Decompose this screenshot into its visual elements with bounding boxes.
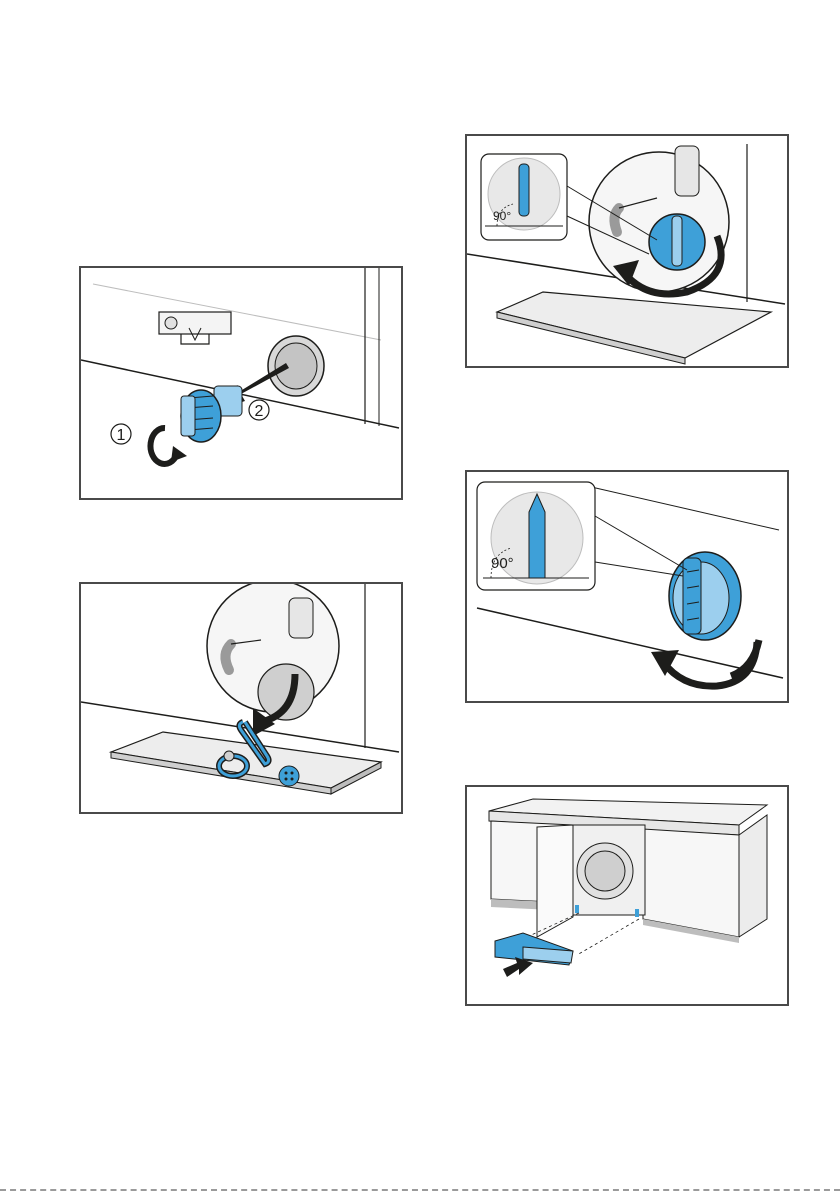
illustration-remove-foreign-objects	[79, 582, 403, 814]
rotate-arrow-icon	[651, 640, 759, 686]
illustration-lock-cap: 90°	[465, 470, 789, 703]
illustration-unscrew-pump-cap: 1 2	[79, 266, 403, 500]
illustration-reinsert-cap: 90°	[465, 134, 789, 368]
page-crop-line	[0, 1189, 840, 1191]
drain-pump-cap-icon	[649, 214, 705, 270]
plinth-cover-icon	[495, 933, 573, 965]
svg-text:2: 2	[255, 403, 264, 420]
angle-label: 90°	[493, 209, 511, 223]
drain-pump-cap-icon	[181, 386, 242, 442]
svg-text:1: 1	[117, 427, 126, 444]
hose-holder-icon	[159, 312, 231, 344]
step-marker-2: 2	[249, 400, 269, 420]
illustration-attach-cover	[465, 785, 789, 1006]
angle-label: 90°	[491, 555, 514, 572]
step-marker-1: 1	[111, 424, 131, 444]
button-icon	[279, 766, 299, 786]
